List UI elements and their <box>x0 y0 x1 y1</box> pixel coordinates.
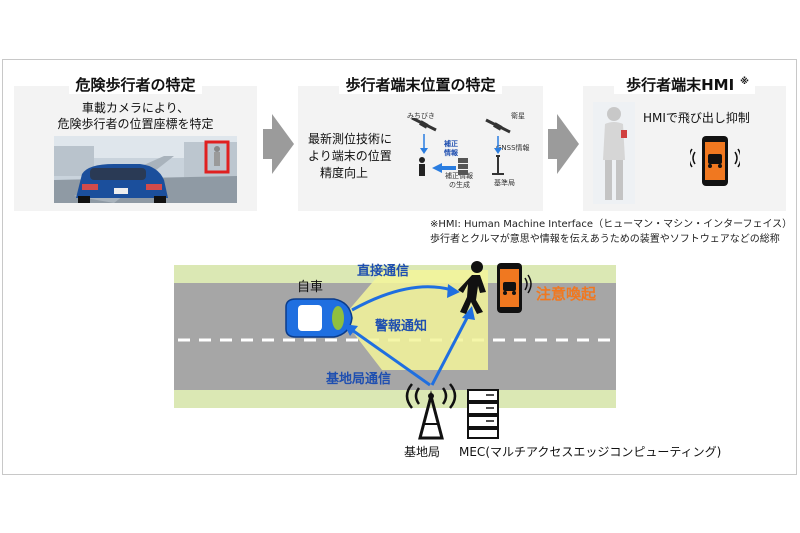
satellite-michibiki-icon <box>411 118 437 132</box>
flow-arrow-1 <box>272 114 294 174</box>
direct-communication-label: 直接通信 <box>357 264 410 279</box>
server-icon <box>458 158 468 175</box>
flow-arrow-1-body <box>263 129 273 159</box>
pedestrian-small-icon <box>419 157 425 176</box>
mec-server-icon <box>467 389 499 439</box>
label-correction: 補正情報 <box>444 140 458 157</box>
panel-terminal-hmi: 歩行者端末HMI※ HMIで飛び出し抑制 <box>583 76 786 211</box>
pedestrian-photo <box>593 102 635 204</box>
label-satellite: 衛星 <box>511 112 525 120</box>
panel2-title: 歩行者端末位置の特定 <box>339 76 502 94</box>
panel3-title-mark: ※ <box>740 77 749 87</box>
phone-alert-icon <box>690 136 740 186</box>
base-to-car-arrow <box>344 324 431 387</box>
panel3-title: 歩行者端末HMI <box>620 76 741 94</box>
label-michibiki: みちびき <box>407 112 435 120</box>
panel3-text: HMIで飛び出し抑制 <box>643 111 750 125</box>
panel-pedestrian-identification: 危険歩行者の特定 車載カメラにより、 危険歩行者の位置座標を特定 <box>14 76 257 211</box>
label-generation-line1: 補正情報 <box>445 172 473 180</box>
panel-terminal-position: 歩行者端末位置の特定 最新測位技術に より端末の位置 精度向上 みちびき 衛星 … <box>298 76 543 211</box>
base-station-small-icon <box>492 155 504 175</box>
hmi-note-line1: ※HMI: Human Machine Interface（ヒューマン・マシン・… <box>430 219 793 230</box>
camera-scene-image <box>54 136 237 203</box>
detection-box <box>204 140 230 174</box>
hmi-note-line2: 歩行者とクルマが意思や情報を伝えあうための装置やソフトウェアなどの総称 <box>430 234 780 245</box>
label-gnss: GNSS情報 <box>496 144 530 152</box>
flow-arrow-2 <box>557 114 579 174</box>
panel2-text-line3: 精度向上 <box>320 166 369 180</box>
panel1-text-line1: 車載カメラにより、 <box>81 101 190 115</box>
satellite-gnss-icon <box>485 118 511 134</box>
grass-bottom <box>174 390 616 408</box>
own-car-icon <box>285 298 353 338</box>
base-station-communication-label: 基地局通信 <box>326 372 392 387</box>
own-car-label: 自車 <box>297 280 324 295</box>
warning-notification-label: 警報通知 <box>375 319 428 334</box>
base-station-label: 基地局 <box>404 445 441 459</box>
base-station-icon <box>405 383 457 440</box>
panel2-text-line2: より端末の位置 <box>308 149 392 163</box>
label-generation-line2: の生成 <box>449 181 470 189</box>
mec-label: MEC(マルチアクセスエッジコンピューティング) <box>459 445 722 459</box>
label-base-station-small: 基準局 <box>494 179 515 187</box>
panel1-title: 危険歩行者の特定 <box>69 76 202 94</box>
alert-phone-icon <box>497 263 532 313</box>
alert-label: 注意喚起 <box>536 285 597 303</box>
direct-communication-arrow <box>351 284 460 312</box>
panel1-text-line2: 危険歩行者の位置座標を特定 <box>57 117 214 131</box>
flow-arrow-2-body <box>548 129 558 159</box>
pedestrian-icon <box>458 261 486 314</box>
positioning-diagram <box>411 118 511 176</box>
base-to-pedestrian-arrow <box>430 306 475 386</box>
panel2-text-line1: 最新測位技術に <box>308 132 393 146</box>
